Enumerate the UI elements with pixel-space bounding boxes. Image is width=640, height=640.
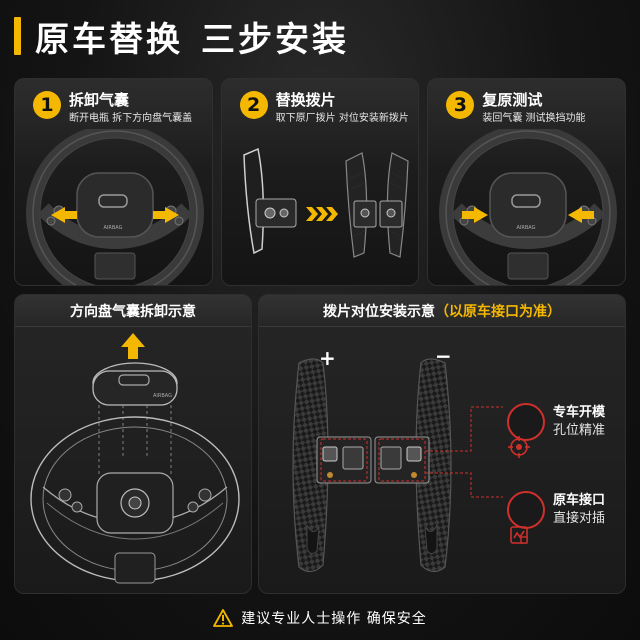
exploded-wheel-illustration: AIRBAG bbox=[30, 333, 240, 584]
header: 原车替换三步安装 bbox=[14, 12, 349, 61]
panel-title-note: （以原车接口为准） bbox=[435, 303, 561, 320]
steering-wheel-illustration: AIRBAG bbox=[26, 129, 204, 285]
step-card-2: 2 替换拨片 取下原厂拨片 对位安装新拨片 bbox=[220, 78, 420, 286]
step-card-3: 3 复原测试 装回气囊 测试换挡功能 AIRBAG bbox=[427, 78, 627, 286]
connector-icon bbox=[507, 491, 545, 544]
title-part-b: 三步安装 bbox=[201, 19, 349, 60]
airbag-badge: AIRBAG bbox=[153, 393, 172, 399]
step-title: 替换拨片 bbox=[275, 91, 336, 109]
arrow-left-icon bbox=[462, 207, 489, 223]
step-card-1: 1 拆卸气囊 断开电瓶 拆下方向盘气囊盖 AIRBAG bbox=[14, 78, 213, 286]
airbag-badge: AIRBAG bbox=[517, 225, 536, 231]
target-icon bbox=[507, 403, 545, 458]
title-part-a: 原车替换 bbox=[35, 19, 183, 60]
feature-desc: 直接对插 bbox=[553, 511, 606, 526]
step-title: 复原测试 bbox=[482, 91, 543, 109]
panel-title-main: 拨片对位安装示意 bbox=[323, 303, 435, 320]
airbag-removal-panel: 方向盘气囊拆卸示意 AIRBAG bbox=[14, 294, 252, 594]
arrow-up-icon bbox=[121, 333, 145, 359]
step-subtitle: 断开电瓶 拆下方向盘气囊盖 bbox=[69, 113, 193, 124]
step-header: 2 替换拨片 取下原厂拨片 对位安装新拨片 bbox=[239, 91, 409, 126]
page-title: 原车替换三步安装 bbox=[35, 12, 349, 61]
arrow-right-icon bbox=[568, 207, 595, 223]
paddle-installation-illustration: + − bbox=[292, 344, 503, 573]
step-subtitle: 取下原厂拨片 对位安装新拨片 bbox=[275, 113, 409, 124]
warning-icon bbox=[213, 609, 234, 627]
feature-item: 专车开模 孔位精准 bbox=[507, 403, 606, 458]
accent-bar bbox=[14, 17, 21, 55]
arrow-right-icon bbox=[51, 207, 77, 223]
feature-desc: 孔位精准 bbox=[553, 423, 606, 438]
feature-title: 专车开模 bbox=[553, 405, 606, 420]
step-number: 2 bbox=[239, 91, 268, 119]
step-number: 3 bbox=[446, 91, 475, 119]
paddle-swap-illustration bbox=[242, 147, 409, 258]
safety-notice: 建议专业人士操作 确保安全 bbox=[241, 611, 427, 627]
panel-title: 方向盘气囊拆卸示意 bbox=[15, 295, 251, 327]
chevrons-right-icon bbox=[305, 207, 338, 221]
arrow-left-icon bbox=[153, 207, 179, 223]
step-subtitle: 装回气囊 测试换挡功能 bbox=[482, 113, 586, 124]
step-number: 1 bbox=[33, 91, 61, 119]
airbag-badge: AIRBAG bbox=[103, 225, 122, 231]
left-carbon-paddle bbox=[292, 358, 329, 573]
feature-title: 原车接口 bbox=[553, 493, 606, 508]
step-header: 3 复原测试 装回气囊 测试换挡功能 bbox=[446, 91, 586, 126]
step-header: 1 拆卸气囊 断开电瓶 拆下方向盘气囊盖 bbox=[33, 91, 192, 126]
panel-title: 拨片对位安装示意（以原车接口为准） bbox=[259, 295, 625, 327]
paddle-installation-panel: 拨片对位安装示意（以原车接口为准） + − bbox=[258, 294, 626, 594]
footer: 建议专业人士操作 确保安全 bbox=[0, 604, 640, 632]
guide-lines bbox=[320, 406, 503, 498]
step-title: 拆卸气囊 bbox=[69, 91, 130, 109]
feature-item: 原车接口 直接对插 bbox=[507, 491, 606, 544]
steering-wheel-illustration: AIRBAG bbox=[439, 129, 618, 285]
steps: 1 拆卸气囊 断开电瓶 拆下方向盘气囊盖 AIRBAG bbox=[14, 78, 627, 286]
